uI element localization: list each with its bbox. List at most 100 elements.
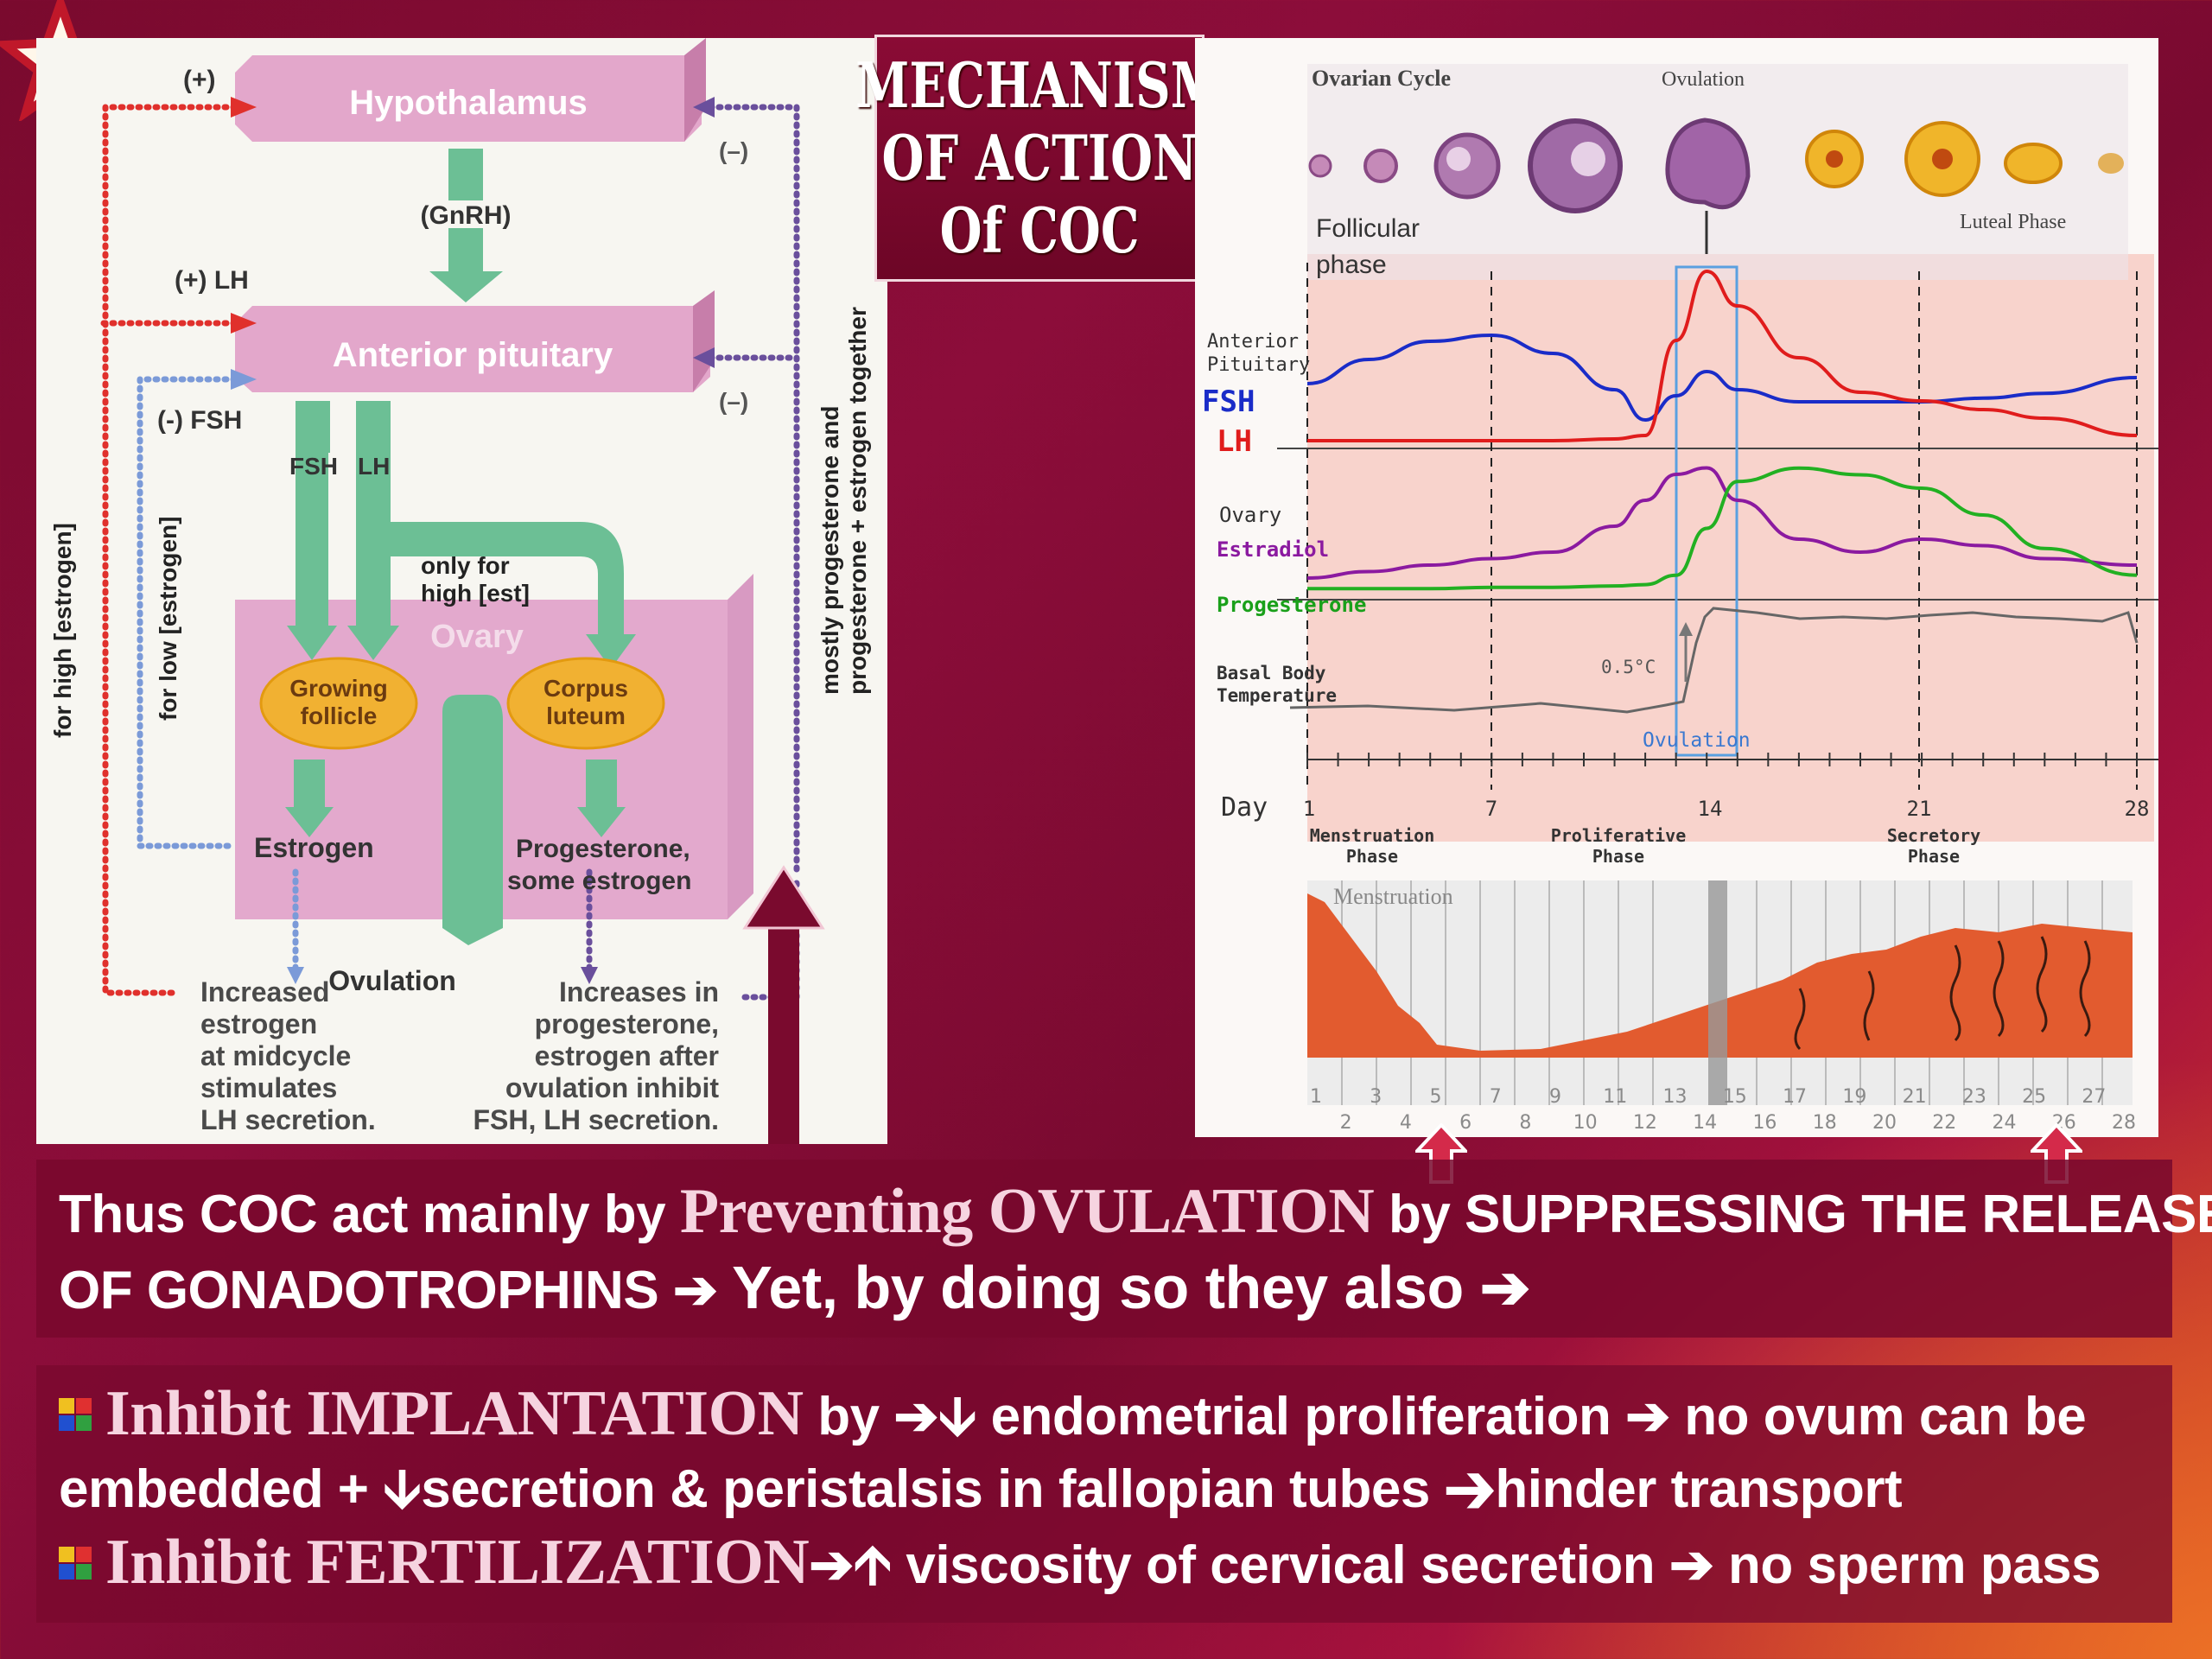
plus-label: (+) xyxy=(183,66,216,94)
endometrium-day-label: 21 xyxy=(1903,1086,1927,1108)
effects-text-3: ➔🡩 viscosity of cervical secretion ➔ no … xyxy=(809,1535,2101,1595)
minus-fsh-label: (-) FSH xyxy=(157,406,242,435)
bullet-icon xyxy=(59,1397,92,1431)
endometrium-day-label: 18 xyxy=(1813,1112,1837,1134)
temp-delta-label: 0.5°C xyxy=(1601,657,1656,677)
effects-box: Inhibit IMPLANTATION by ➔🡫 endometrial p… xyxy=(36,1365,2172,1623)
endometrium-day-label: 19 xyxy=(1842,1086,1866,1108)
increases-text-2: progesterone, xyxy=(535,1008,719,1039)
high-est-label: high [est] xyxy=(421,580,530,607)
endometrium-day-label: 22 xyxy=(1932,1112,1956,1134)
inhibit-fertilization-text: Inhibit FERTILIZATION xyxy=(105,1527,810,1598)
increased-text-1: Increased xyxy=(200,976,329,1007)
effects-line-3: Inhibit FERTILIZATION➔🡩 viscosity of cer… xyxy=(59,1526,2150,1602)
corpus-luteum-oval xyxy=(506,657,665,750)
endometrium-day-label: 12 xyxy=(1633,1112,1657,1134)
plus-lh-label: (+) LH xyxy=(175,266,249,295)
ovulation-top-label: Ovulation xyxy=(1662,68,1745,91)
growing-follicle-label-1: Growing xyxy=(289,675,388,702)
phase-menstruation-1: Menstruation xyxy=(1310,825,1435,846)
phase-proliferative-2: Phase xyxy=(1592,846,1644,867)
fsh-series-line xyxy=(1306,333,2138,423)
day-tick-label: 7 xyxy=(1485,797,1497,821)
phase-proliferative-1: Proliferative xyxy=(1551,825,1687,846)
endometrium-day-label: 7 xyxy=(1490,1086,1502,1108)
summary-text-d: OF GONADOTROPHINS ➔ xyxy=(59,1261,733,1320)
endometrium-day-label: 14 xyxy=(1693,1112,1717,1134)
anterior-pituitary-box xyxy=(235,290,715,392)
effects-text-1: by ➔🡫 endometrial proliferation ➔ no ovu… xyxy=(803,1387,2087,1446)
increases-text-1: Increases in xyxy=(559,976,719,1007)
mostly-progesterone-label-1: mostly progesterone and xyxy=(817,405,843,695)
ovulation-label: Ovulation xyxy=(328,965,456,996)
minus-label-2: (–) xyxy=(719,388,748,415)
endometrium-day-label: 20 xyxy=(1872,1112,1897,1134)
title-line-3: Of COC xyxy=(939,194,1140,267)
title-line-1: MECHANISM xyxy=(855,48,1224,122)
increases-text-3: estrogen after xyxy=(535,1040,719,1071)
fsh-series-label: FSH xyxy=(1202,385,1255,419)
mostly-progesterone-label-2: progesterone + estrogen together xyxy=(844,307,871,695)
increases-text-5: FSH, LH secretion. xyxy=(474,1104,720,1135)
day-tick-label: 14 xyxy=(1698,797,1723,821)
endometrium-day-label: 25 xyxy=(2022,1086,2046,1108)
endometrium-day-label: 1 xyxy=(1310,1086,1322,1108)
growing-follicle-label-2: follicle xyxy=(301,702,378,729)
day-label: Day xyxy=(1221,792,1268,823)
effects-line-2: embedded + 🡫secretion & peristalsis in f… xyxy=(59,1459,1903,1519)
endometrium-day-label: 6 xyxy=(1459,1112,1471,1134)
pituitary-label: Pituitary xyxy=(1207,354,1310,376)
minus-label-1: (–) xyxy=(719,137,748,164)
summary-text-c: by SUPPRESSING THE RELEASE xyxy=(1374,1185,2212,1244)
bbt-label-1: Basal Body xyxy=(1217,663,1326,683)
estrogen-label: Estrogen xyxy=(254,832,374,863)
anterior-label: Anterior xyxy=(1207,331,1299,353)
day-tick-label: 1 xyxy=(1303,797,1315,821)
estradiol-series-label: Estradiol xyxy=(1217,537,1329,562)
phase-menstruation-2: Phase xyxy=(1346,846,1398,867)
bbt-line xyxy=(1289,607,2139,714)
endometrium-day-label: 13 xyxy=(1663,1086,1688,1108)
endometrium-day-label: 17 xyxy=(1783,1086,1807,1108)
ovary-label: Ovary xyxy=(430,619,524,655)
summary-text-e: Yet, by doing so they also ➔ xyxy=(732,1254,1530,1321)
phase-secretory-1: Secretory xyxy=(1887,825,1980,846)
hypothalamus-label: Hypothalamus xyxy=(349,84,588,122)
effects-line-1: Inhibit IMPLANTATION by ➔🡫 endometrial p… xyxy=(59,1377,2150,1453)
endometrium-day-label: 3 xyxy=(1370,1086,1382,1108)
title-box: MECHANISM OF ACTION Of COC xyxy=(855,35,1224,282)
for-high-estrogen-label: for high [estrogen] xyxy=(49,523,76,738)
lh-label: LH xyxy=(358,453,390,480)
day-tick-label: 28 xyxy=(2125,797,2150,821)
progesterone-series-label: Progesterone xyxy=(1217,593,1366,617)
endometrium-day-label: 23 xyxy=(1962,1086,1986,1108)
for-low-estrogen-label: for low [estrogen] xyxy=(155,517,181,721)
big-up-arrow-icon xyxy=(742,865,825,1144)
inhibit-implantation-text: Inhibit IMPLANTATION xyxy=(105,1378,804,1449)
endometrium-day-label: 5 xyxy=(1430,1086,1442,1108)
endometrium-day-label: 2 xyxy=(1340,1112,1352,1134)
anterior-pituitary-label: Anterior pituitary xyxy=(333,336,613,374)
menstruation-band-label: Menstruation xyxy=(1333,884,1453,909)
endometrium-day-label: 8 xyxy=(1519,1112,1531,1134)
endometrium-day-label: 15 xyxy=(1723,1086,1747,1108)
endometrium-day-label: 10 xyxy=(1573,1112,1598,1134)
ovary-chart-label: Ovary xyxy=(1219,503,1281,527)
preventing-ovulation-text: Preventing OVULATION xyxy=(679,1176,1375,1247)
estradiol-series-line xyxy=(1306,466,2138,580)
follicular-phase-label: phase xyxy=(1316,251,1387,279)
fsh-label: FSH xyxy=(289,453,338,480)
increased-text-4: stimulates xyxy=(200,1072,337,1103)
corpus-luteum-label-1: Corpus xyxy=(543,675,628,702)
lh-series-line xyxy=(1307,269,2138,442)
only-for-label: only for xyxy=(421,552,510,579)
menstrual-cycle-chart: Ovarian Cycle Ovulation Luteal Phase Fol… xyxy=(1195,38,2158,1137)
increased-text-5: LH secretion. xyxy=(200,1104,376,1135)
increased-text-2: estrogen xyxy=(200,1008,317,1039)
endometrium-day-label: 24 xyxy=(1992,1112,2016,1134)
endometrium-day-label: 9 xyxy=(1549,1086,1561,1108)
bbt-label-2: Temperature xyxy=(1217,685,1337,706)
endometrium-day-label: 28 xyxy=(2112,1112,2136,1134)
endometrium-day-label: 4 xyxy=(1400,1112,1412,1134)
summary-line-1: Thus COC act mainly by Preventing OVULAT… xyxy=(59,1175,2212,1251)
